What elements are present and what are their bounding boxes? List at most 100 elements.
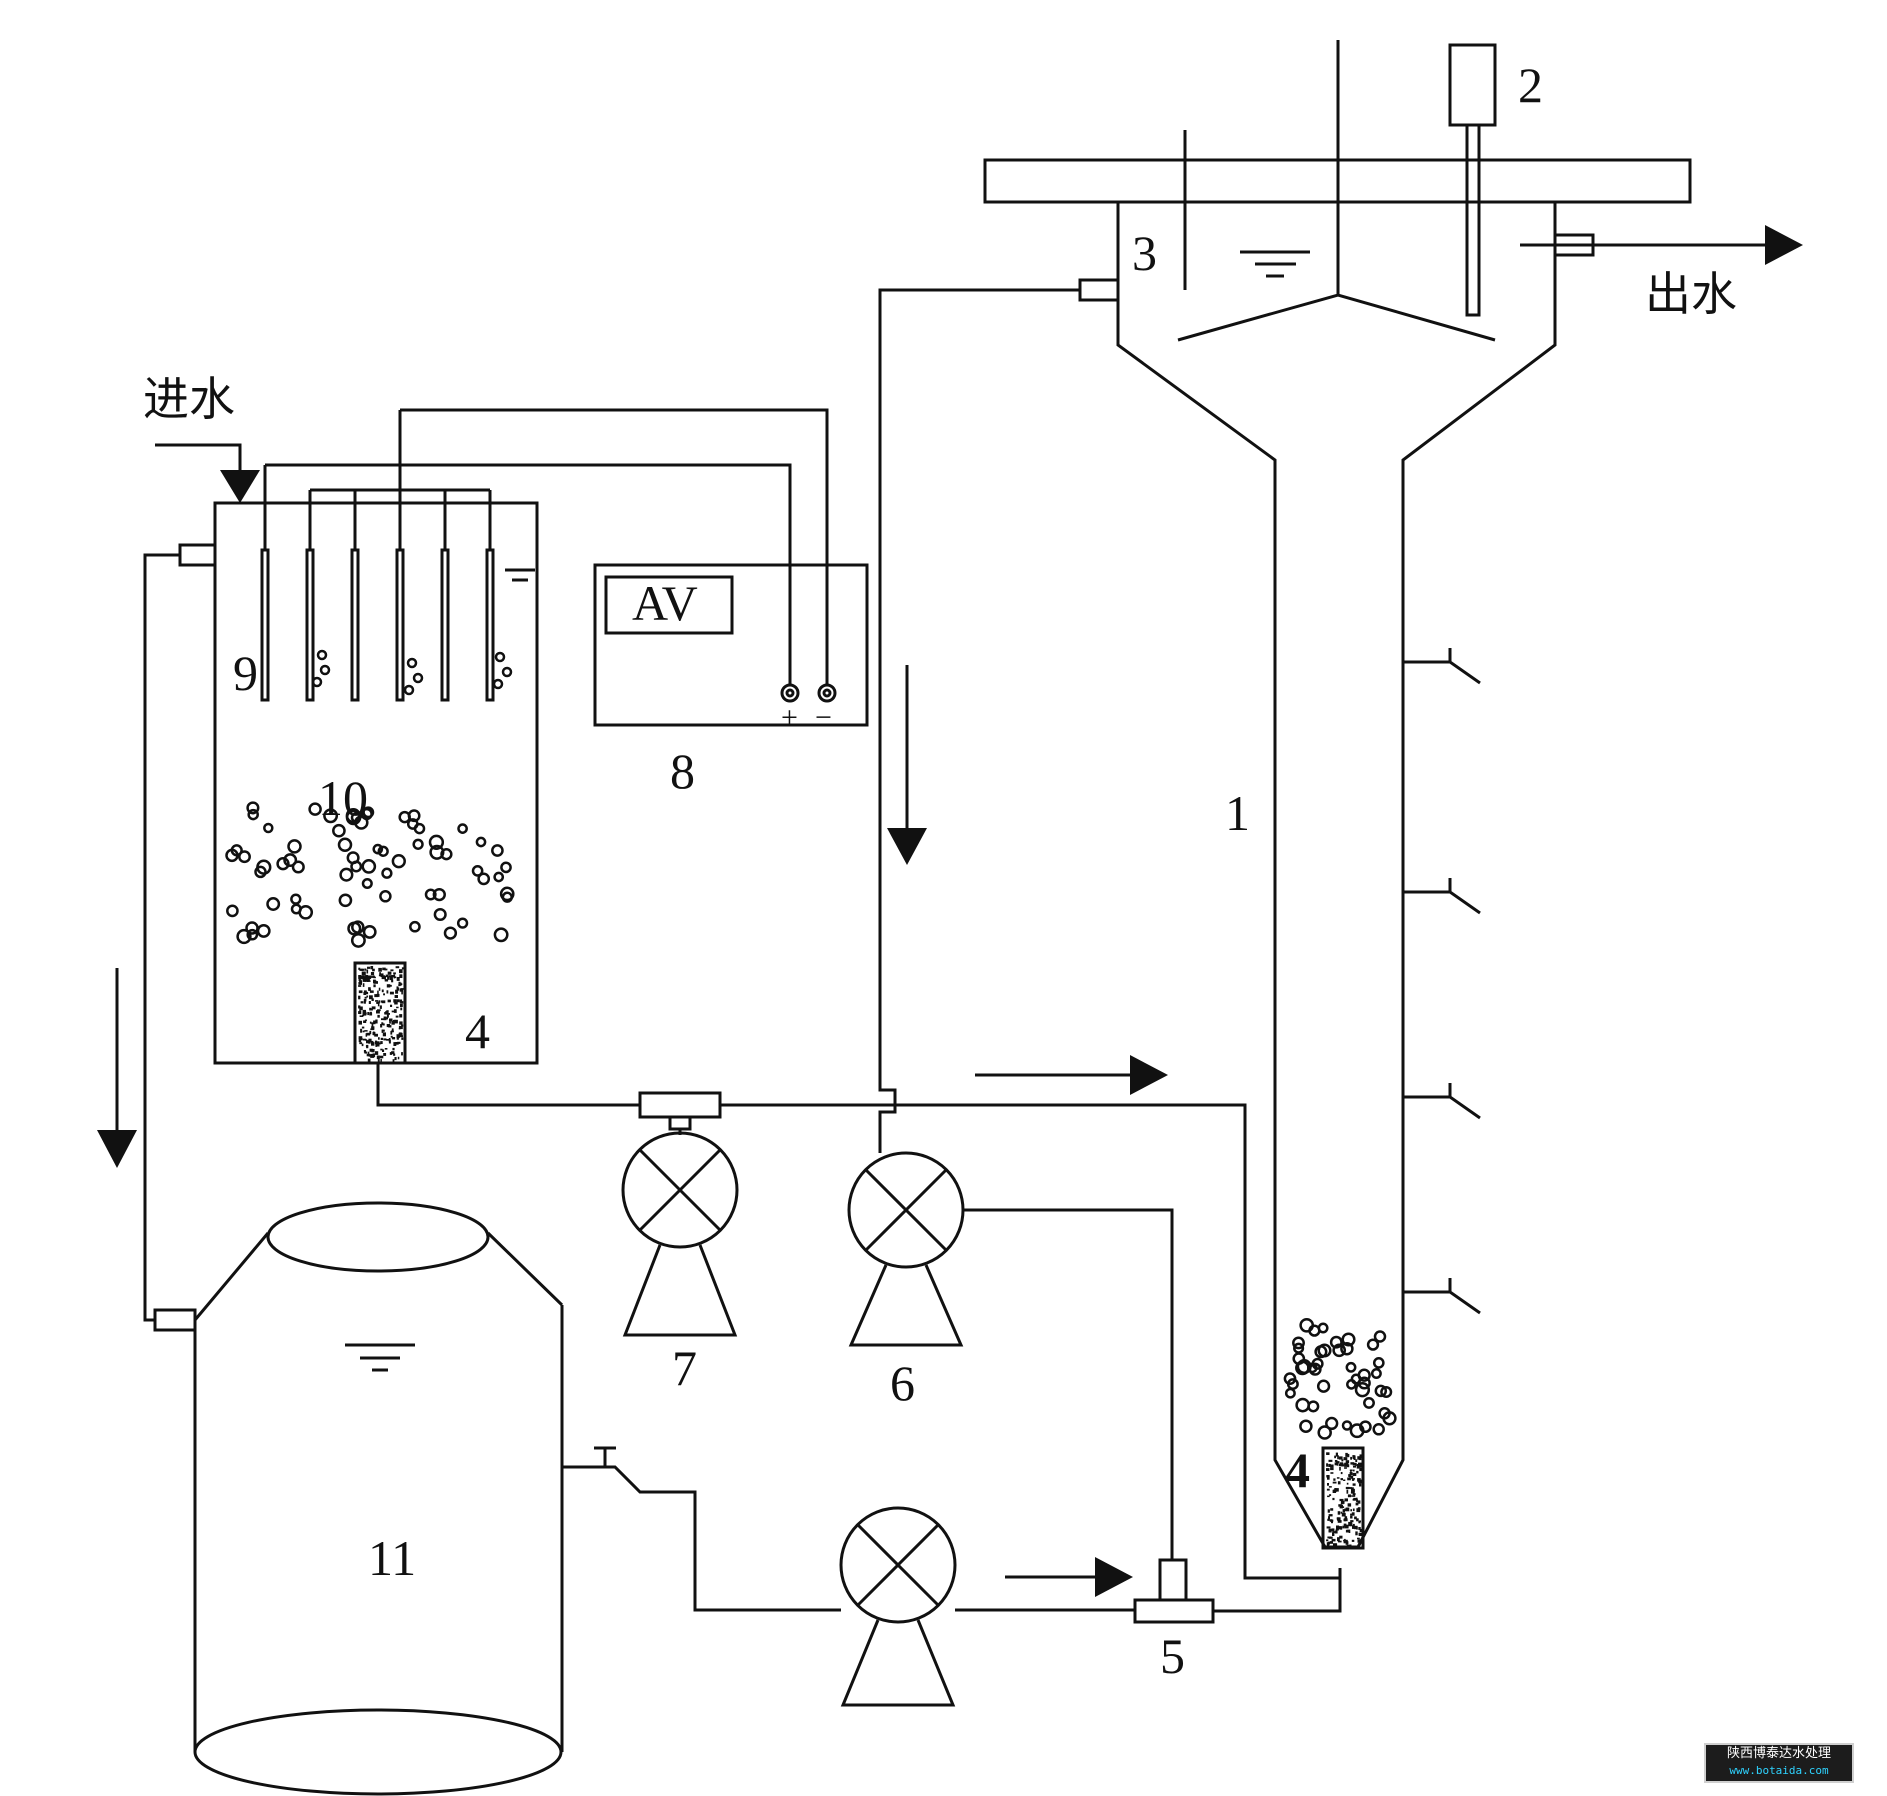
electrolysis-tank [155, 443, 539, 1065]
speckle [1337, 1481, 1341, 1485]
speckle [377, 1014, 380, 1018]
speckle [387, 999, 391, 1003]
speckle [1340, 1472, 1343, 1475]
bubble [456, 917, 469, 929]
speckle [383, 1016, 387, 1021]
speckle [1332, 1497, 1335, 1501]
label-pump-7: 7 [672, 1340, 697, 1396]
speckle [1337, 1520, 1342, 1523]
speckle [391, 1028, 394, 1033]
speckle [1346, 1489, 1349, 1494]
speckle [368, 1039, 371, 1044]
bubble [1372, 1357, 1385, 1369]
bubble [424, 888, 437, 901]
speckle [374, 1033, 378, 1037]
bubble [412, 672, 424, 684]
speckle [369, 1011, 372, 1014]
speckle [378, 1037, 380, 1040]
speckle [1343, 1518, 1346, 1522]
speckle [399, 969, 403, 974]
bubble [494, 651, 506, 663]
bubble [246, 928, 259, 941]
bubble [477, 872, 491, 886]
speckle [1337, 1511, 1341, 1515]
speckle [1334, 1455, 1336, 1459]
diffuser-texture [358, 966, 1364, 1549]
bubble [291, 860, 305, 874]
speckle [1326, 1539, 1329, 1542]
speckle [366, 969, 369, 974]
speckle [389, 1021, 391, 1024]
speckle [396, 1036, 399, 1040]
speckle [1335, 1452, 1338, 1457]
speckle [1338, 1456, 1343, 1460]
speckle [358, 981, 362, 985]
speckle [1345, 1541, 1349, 1545]
bubble [323, 808, 339, 824]
speckle [358, 1020, 362, 1025]
bubble [1380, 1385, 1393, 1399]
bubble [1292, 1352, 1306, 1365]
speckle [394, 1019, 398, 1024]
speckle [371, 1049, 375, 1053]
speckle [1332, 1481, 1337, 1484]
speckle [388, 1025, 392, 1028]
speckle [363, 976, 366, 980]
speckle [1359, 1457, 1362, 1461]
bubble [266, 897, 281, 911]
speckle [380, 1048, 383, 1051]
speckle [396, 986, 399, 991]
speckle [391, 1037, 396, 1040]
speckle [375, 1051, 379, 1055]
bubble [491, 844, 504, 857]
speckle [382, 1023, 385, 1026]
pump-6 [847, 1151, 965, 1347]
speckle [1328, 1528, 1332, 1533]
speckle [393, 1053, 396, 1056]
speckle [377, 1059, 380, 1063]
speckle [369, 1021, 372, 1024]
speckle [1347, 1453, 1350, 1458]
speckle [1337, 1537, 1340, 1542]
speckle [361, 975, 365, 980]
bubble [256, 923, 271, 938]
speckle [1350, 1487, 1354, 1490]
speckle [1328, 1486, 1332, 1488]
bubble [1372, 1423, 1385, 1436]
speckle [381, 975, 385, 980]
speckle [366, 980, 369, 982]
speckle [382, 967, 386, 971]
bubble [429, 844, 445, 860]
power-supply [265, 408, 869, 727]
speckle [370, 972, 375, 976]
label-tee: 5 [1160, 1628, 1185, 1684]
bubble [1332, 1343, 1347, 1358]
bubble [1373, 1330, 1387, 1343]
bubble [1316, 1379, 1331, 1393]
speckle [1334, 1488, 1337, 1492]
speckle [363, 1020, 367, 1023]
speckle [1332, 1489, 1335, 1493]
flow-arrows [115, 243, 1770, 1579]
speckle [1350, 1509, 1352, 1512]
bubble [500, 861, 512, 874]
speckle [1343, 1523, 1347, 1527]
label-reactor: 1 [1225, 785, 1250, 841]
speckle [361, 1043, 364, 1047]
speckle [365, 991, 369, 995]
speckle [398, 1025, 403, 1030]
speckle [370, 1053, 375, 1058]
speckle [1344, 1467, 1347, 1469]
bubble [1382, 1411, 1397, 1426]
speckle [358, 1011, 361, 1014]
bubble [440, 848, 453, 861]
speckle [393, 999, 397, 1003]
speckle [373, 984, 376, 988]
bubble [1317, 1425, 1332, 1440]
speckle [1348, 1487, 1352, 1489]
speckle [391, 975, 393, 978]
bubble [1299, 1317, 1315, 1333]
bubble [379, 890, 392, 903]
speckle [390, 1004, 393, 1007]
bubble [1341, 1420, 1353, 1431]
